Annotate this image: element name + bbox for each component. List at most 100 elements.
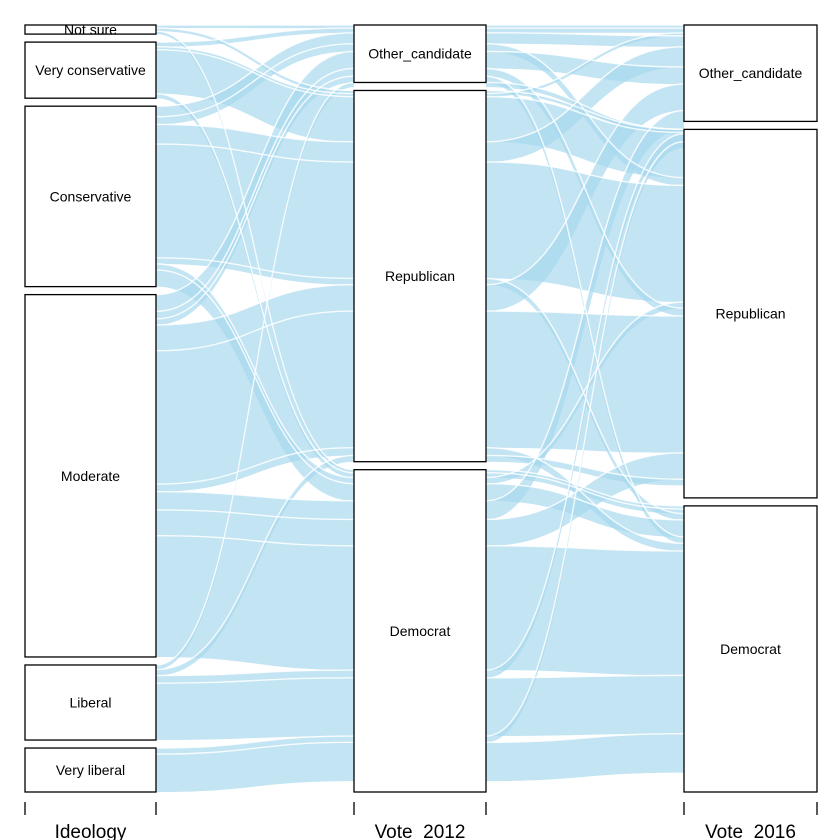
flow-band (156, 49, 354, 142)
flow-band (486, 82, 684, 134)
axes-layer: Ideology Vote_2012 Vote_2016 (24, 802, 818, 840)
flow-edge (485, 452, 685, 521)
node-1-democrat (353, 469, 487, 793)
flow-band (486, 311, 684, 453)
flow-edge (485, 732, 685, 743)
flow-edge (485, 674, 685, 679)
flow-edge (485, 133, 685, 671)
node-label-0-not_sure: Not sure (64, 22, 117, 38)
flow-edge (155, 257, 355, 280)
flow-edge (155, 454, 355, 671)
flow-band (156, 535, 354, 671)
flow-band (486, 545, 684, 676)
flow-edge (155, 123, 355, 143)
flow-edge (155, 75, 355, 320)
flow-band (156, 670, 354, 684)
flow-edge (155, 30, 355, 471)
flow-edge (485, 454, 685, 480)
flow-edge (485, 140, 685, 737)
node-label-2-republican: Republican (715, 306, 785, 322)
flow-band (156, 28, 354, 94)
flow-edge (155, 27, 355, 43)
flow-band (156, 491, 354, 520)
node-label-0-conservative: Conservative (50, 188, 132, 204)
node-label-0-very_conservative: Very conservative (35, 62, 146, 78)
flow-edge (485, 32, 685, 37)
flow-band (156, 43, 354, 125)
flow-band (486, 133, 684, 678)
flow-edge (155, 534, 355, 547)
flow-band (156, 51, 354, 312)
flow-band (486, 84, 684, 312)
flow-band (486, 51, 684, 85)
node-0-very_conservative (24, 41, 157, 99)
flow-edge (155, 81, 355, 666)
flow-band (156, 32, 354, 117)
flow-edge (485, 95, 685, 134)
flow-band (156, 677, 354, 741)
flow-edge (485, 161, 685, 187)
flow-band (156, 742, 354, 792)
flow-edge (155, 509, 355, 521)
node-0-conservative (24, 105, 157, 288)
flow-edge (485, 482, 685, 521)
flow-edge (485, 81, 685, 130)
flow-edge (155, 32, 355, 107)
flow-band (156, 455, 354, 676)
flow-band (156, 28, 354, 47)
flow-band (486, 28, 684, 33)
axis-label-2: Vote_2016 (705, 822, 796, 840)
flow-edge (485, 472, 685, 510)
node-label-2-other_candidate: Other_candidate (699, 65, 803, 81)
flow-edge (155, 50, 355, 296)
flow-edge (155, 67, 355, 312)
flow-band (486, 25, 684, 29)
flow-edge (485, 277, 685, 515)
node-label-1-democrat: Democrat (390, 623, 451, 639)
flow-edge (155, 447, 355, 485)
flow-band (486, 733, 684, 782)
flow-edge (155, 677, 355, 684)
flow-band (156, 76, 354, 325)
node-label-1-other_candidate: Other_candidate (368, 46, 472, 62)
node-label-0-very_liberal: Very liberal (56, 762, 125, 778)
flow-edge (155, 48, 355, 98)
node-2-democrat (683, 505, 818, 793)
flow-edge (485, 67, 685, 309)
flow-edge (155, 310, 355, 352)
flow-band (156, 144, 354, 279)
flow-band (486, 675, 684, 737)
flow-band (486, 110, 684, 520)
axis-label-0: Ideology (55, 822, 127, 840)
flow-band (486, 32, 684, 47)
flow-band (156, 311, 354, 485)
flow-edge (485, 310, 685, 317)
flow-edge (155, 491, 355, 502)
flows-layer (155, 24, 685, 792)
flow-edge (155, 143, 355, 163)
node-label-0-moderate: Moderate (61, 468, 120, 484)
flow-edge (485, 545, 685, 552)
flow-band (156, 257, 354, 285)
node-1-other_candidate (353, 24, 487, 84)
flow-edge (155, 735, 355, 749)
node-label-0-liberal: Liberal (69, 695, 111, 711)
flow-band (486, 455, 684, 486)
flow-edge (485, 447, 685, 544)
flow-edge (155, 669, 355, 677)
flow-edge (485, 50, 685, 68)
node-0-moderate (24, 293, 157, 658)
flow-edge (485, 83, 685, 286)
node-0-very_liberal (24, 747, 157, 793)
node-1-republican (353, 89, 487, 463)
flow-edge (485, 468, 685, 507)
axis-label-1: Vote_2012 (375, 822, 466, 840)
flow-edge (155, 92, 355, 474)
flow-edge (485, 301, 685, 479)
node-2-republican (683, 128, 818, 499)
flow-band (156, 25, 354, 29)
node-0-liberal (24, 664, 157, 741)
flow-edge (485, 46, 685, 143)
